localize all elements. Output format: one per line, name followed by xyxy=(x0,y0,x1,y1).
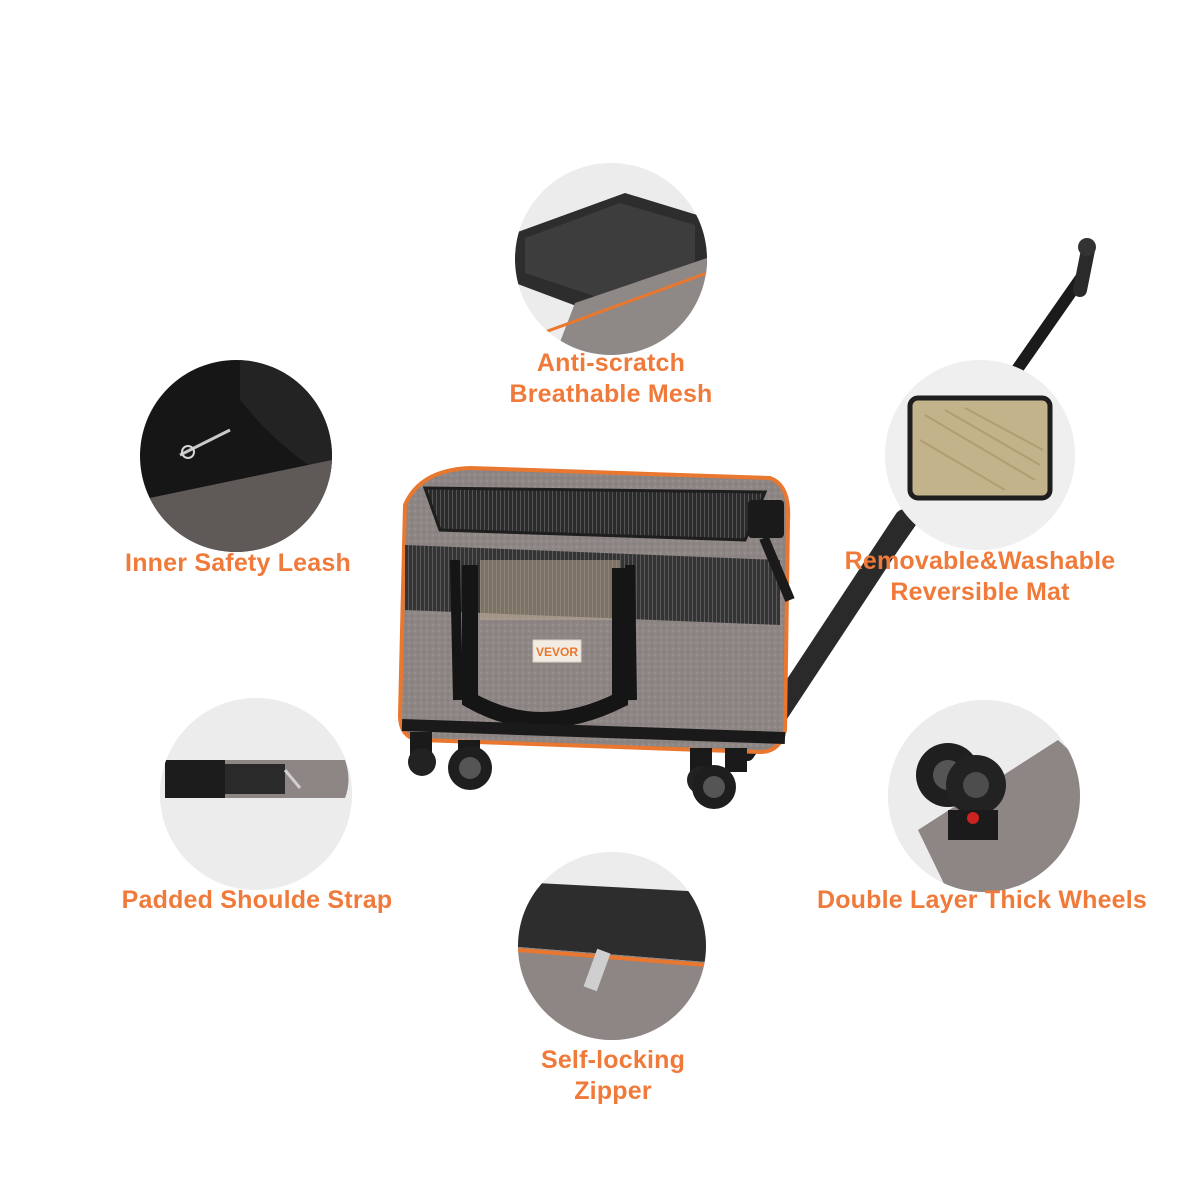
mat-icon xyxy=(885,360,1075,550)
leash-detail-photo xyxy=(140,360,332,552)
wheel-icon xyxy=(888,700,1080,892)
mesh-detail-photo xyxy=(515,163,707,355)
brand-logo: VEVOR xyxy=(532,639,582,663)
zipper-icon xyxy=(518,852,706,1040)
mat-detail-photo xyxy=(885,360,1075,550)
wheels-feature-label: Double Layer Thick Wheels xyxy=(816,886,1148,914)
strap-feature-label: Padded Shoulde Strap xyxy=(121,886,393,914)
strap-detail-photo xyxy=(160,698,352,890)
carrier-body xyxy=(397,465,795,755)
mesh-panel-icon xyxy=(515,163,707,355)
wheel-detail-photo xyxy=(888,700,1080,892)
leash-feature-label: Inner Safety Leash xyxy=(125,549,351,577)
zipper-feature-label: Self-locking Zipper xyxy=(540,1046,686,1105)
svg-text:VEVOR: VEVOR xyxy=(536,645,578,659)
leash-clip-icon xyxy=(140,360,332,552)
mat-feature-label: Removable&Washable Reversible Mat xyxy=(844,547,1116,606)
mesh-feature-label: Anti-scratch Breathable Mesh xyxy=(509,349,713,408)
zipper-detail-photo xyxy=(518,852,706,1040)
strap-icon xyxy=(160,698,352,890)
carrier-wheels xyxy=(408,732,747,809)
